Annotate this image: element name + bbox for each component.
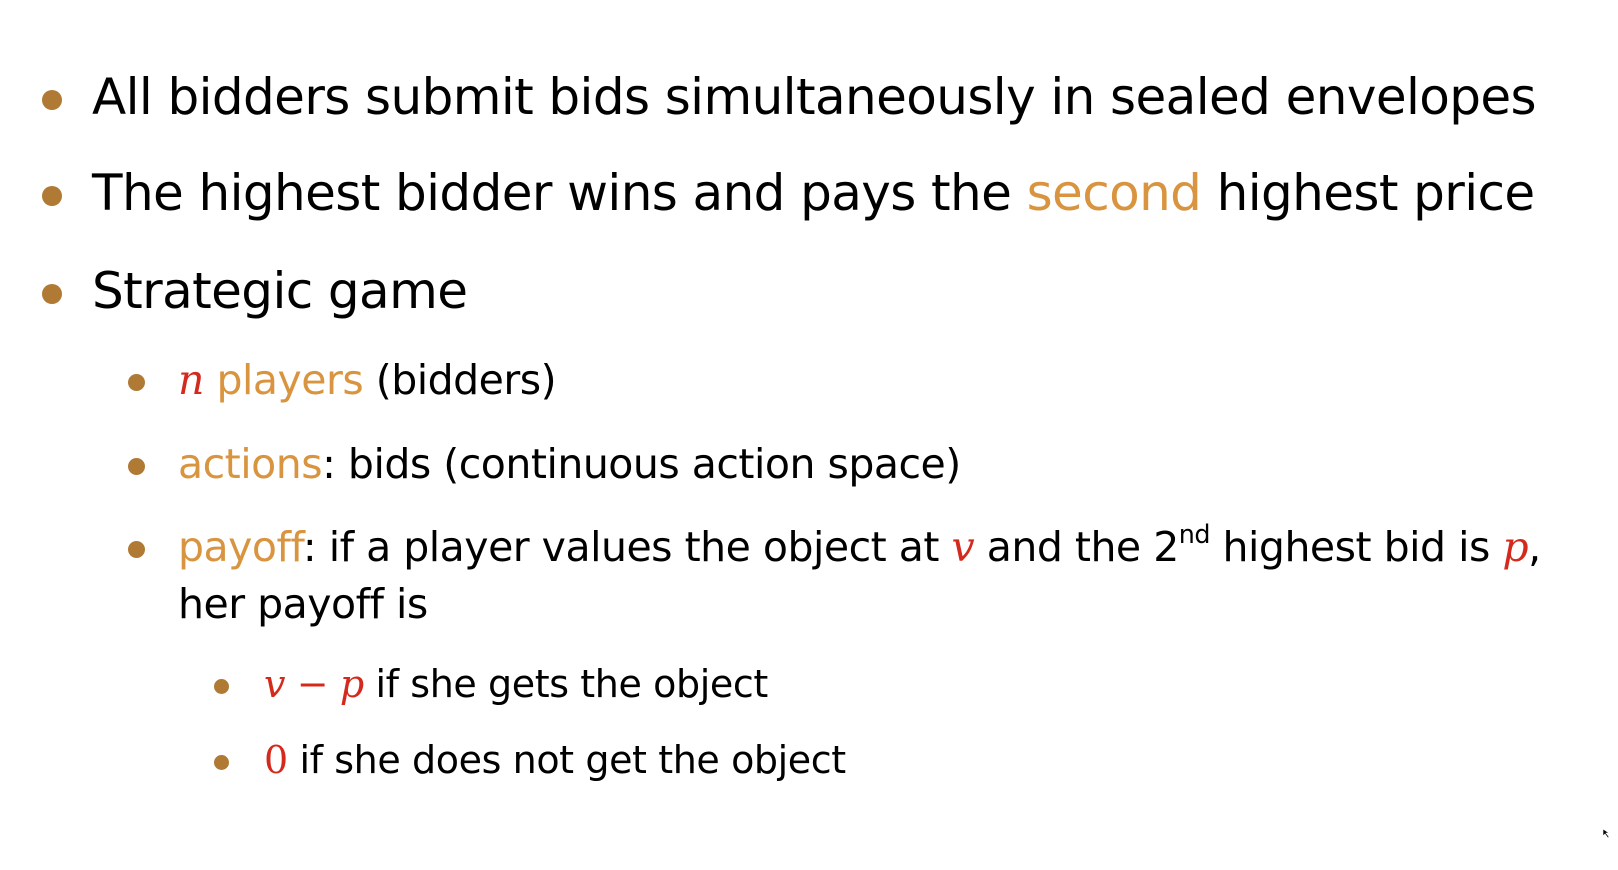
bullet-icon (128, 541, 145, 558)
gets-object-text: if she gets the object (363, 662, 768, 706)
math-zero: 0 (264, 738, 288, 782)
payoff-text-4: , (1528, 523, 1541, 571)
bullet-icon (214, 679, 229, 694)
math-var-n: n (178, 356, 204, 404)
resize-cursor-icon (1602, 828, 1610, 839)
ordinal-suffix: nd (1178, 519, 1211, 550)
bullet-text-pre: The highest bidder wins and pays the (92, 164, 1027, 222)
highlight-payoff: payoff (178, 523, 303, 571)
payoff-text-2: and the 2 (974, 523, 1180, 571)
actions-text: : bids (continuous action space) (322, 440, 961, 488)
highlight-players: players (203, 356, 364, 404)
bullet-icon (214, 755, 229, 770)
sub-bullet-players: n players (bidders) (128, 356, 557, 404)
bullet-icon (128, 374, 145, 391)
bullet-icon (42, 186, 62, 206)
bullet-icon (128, 458, 145, 475)
bullet-icon (42, 284, 62, 304)
bullet-text: Strategic game (92, 262, 468, 320)
bullet-item-strategic-game: Strategic game (42, 262, 468, 320)
bullet-text: All bidders submit bids simultaneously i… (92, 68, 1537, 126)
payoff-text-1: : if a player values the object at (302, 523, 952, 571)
payoff-line2: her payoff is (178, 580, 428, 628)
payoff-continuation: her payoff is (178, 580, 428, 628)
players-text: (bidders) (363, 356, 557, 404)
bullet-icon (42, 90, 62, 110)
math-var-p: p (1502, 523, 1529, 571)
bullet-text-post: highest price (1201, 164, 1536, 222)
math-expr-v-minus-p: v − p (264, 662, 364, 706)
highlight-actions: actions (178, 440, 323, 488)
sub-bullet-payoff: payoff: if a player values the object at… (128, 522, 1541, 571)
payoff-text-3: highest bid is (1210, 523, 1503, 571)
sub-sub-bullet-gets-object: v − p if she gets the object (214, 662, 768, 706)
sub-bullet-actions: actions: bids (continuous action space) (128, 440, 961, 488)
no-object-text: if she does not get the object (287, 738, 846, 782)
bullet-item-sealed-bids: All bidders submit bids simultaneously i… (42, 68, 1537, 126)
highlight-second: second (1026, 164, 1202, 222)
sub-sub-bullet-no-object: 0 if she does not get the object (214, 738, 846, 782)
math-var-v: v (951, 523, 975, 571)
bullet-item-second-price: The highest bidder wins and pays the sec… (42, 164, 1536, 222)
